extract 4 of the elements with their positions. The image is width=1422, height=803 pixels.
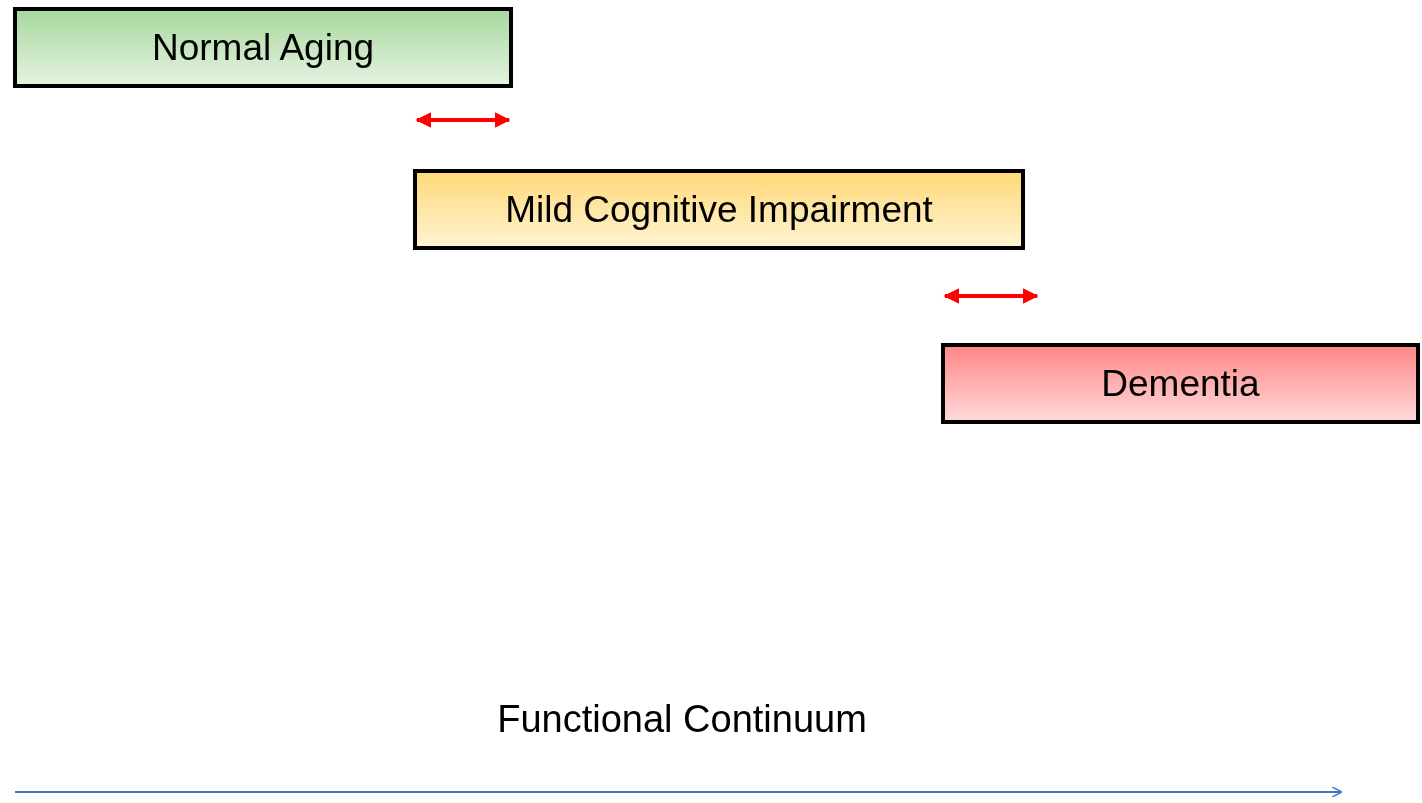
stage-box: Dementia xyxy=(941,343,1420,424)
axis-label: Functional Continuum xyxy=(497,698,867,741)
stage-box: Mild Cognitive Impairment xyxy=(413,169,1025,250)
stage-box: Normal Aging xyxy=(13,7,513,88)
